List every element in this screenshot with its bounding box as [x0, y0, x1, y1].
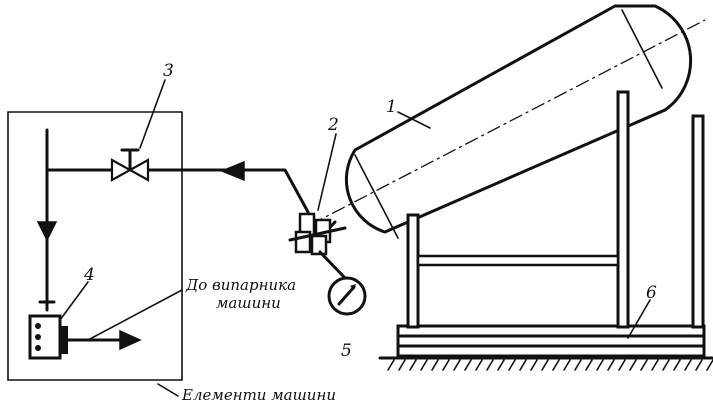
label-2: 2 [327, 115, 339, 135]
flow-arrow-down [36, 221, 58, 242]
hatch-mark [486, 359, 494, 371]
receiver-unit [28, 300, 68, 360]
hatch-mark [618, 359, 626, 371]
hatch-mark [497, 359, 505, 371]
hatch-mark [398, 359, 406, 371]
hatch-mark [431, 359, 439, 371]
hatch-mark [607, 359, 615, 371]
hatch-mark [662, 359, 670, 371]
hatch-mark [420, 359, 428, 371]
hatch-mark [519, 359, 527, 371]
evaporator-label-line1: До випарника [185, 276, 296, 294]
hatch-mark [541, 359, 549, 371]
leader-line-machine-elements [157, 383, 179, 397]
leader-line-evaporator [87, 289, 183, 341]
label-4: 4 [83, 265, 95, 285]
hatch-mark [508, 359, 516, 371]
hatch-mark [530, 359, 538, 371]
pressure-gauge [327, 276, 367, 316]
flow-arrow-outlet [119, 329, 142, 351]
hatch-mark [453, 359, 461, 371]
machine-elements-label: Елементи машини [181, 386, 336, 404]
hatch-mark [574, 359, 582, 371]
hatch-mark [706, 359, 713, 371]
leader-line-2 [317, 133, 337, 211]
leader-line-1 [397, 111, 431, 129]
flow-arrow-top [220, 160, 245, 182]
label-6: 6 [646, 283, 657, 303]
hatch-mark [684, 359, 692, 371]
hatch-mark [387, 359, 395, 371]
evaporator-label-line2: машини [216, 294, 281, 312]
hatch-mark [442, 359, 450, 371]
leader-line-6 [627, 299, 651, 339]
hatch-mark [585, 359, 593, 371]
hatch-mark [552, 359, 560, 371]
hatch-mark [640, 359, 648, 371]
hatch-mark [475, 359, 483, 371]
hatch-mark [629, 359, 637, 371]
ground-hatching [387, 359, 713, 371]
shutoff-valve [110, 148, 150, 182]
leader-line-4 [59, 281, 89, 321]
hatch-mark [596, 359, 604, 371]
hatch-mark [673, 359, 681, 371]
hatch-mark [464, 359, 472, 371]
hatch-mark [695, 359, 703, 371]
label-3: 3 [163, 61, 174, 81]
hatch-mark [563, 359, 571, 371]
cylinder-valve-fitting [288, 212, 347, 280]
leader-line-3 [139, 79, 166, 149]
support-frame [378, 90, 713, 360]
hatch-mark [409, 359, 417, 371]
charging-pipeline [45, 128, 310, 342]
label-5: 5 [341, 341, 352, 361]
hatch-mark [651, 359, 659, 371]
label-1: 1 [386, 97, 397, 117]
refrigerant-cylinder [309, 4, 706, 239]
